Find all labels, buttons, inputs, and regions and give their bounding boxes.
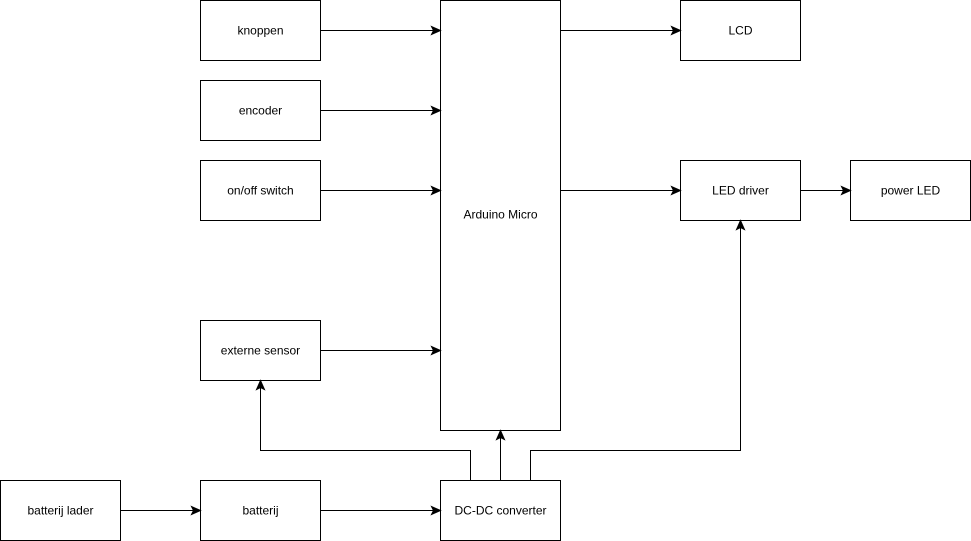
- block-sensor: externe sensor: [200, 320, 321, 381]
- label-power-led: power LED: [881, 184, 941, 198]
- block-switch: on/off switch: [200, 160, 321, 221]
- arrow-switch-to-arduino: [320, 185, 442, 196]
- arrow-battery-to-dcdc: [320, 505, 442, 516]
- block-arduino: Arduino Micro: [440, 0, 561, 431]
- arrow-arduino-to-lcd: [560, 25, 682, 36]
- label-charger: batterij lader: [27, 504, 93, 518]
- block-charger: batterij lader: [0, 480, 121, 541]
- label-arduino: Arduino Micro: [463, 208, 537, 222]
- arrow-dcdc-to-sensor: [255, 379, 471, 481]
- block-led-driver: LED driver: [680, 160, 801, 221]
- label-sensor: externe sensor: [221, 344, 300, 358]
- arrow-arduino-to-led-driver: [560, 185, 682, 196]
- arrow-sensor-to-arduino: [320, 345, 442, 356]
- arrow-knoppen-to-arduino: [320, 25, 442, 36]
- arrow-dcdc-to-led-driver: [530, 219, 746, 481]
- block-lcd: LCD: [680, 0, 801, 61]
- block-knoppen: knoppen: [200, 0, 321, 61]
- label-dcdc: DC-DC converter: [454, 504, 546, 518]
- block-dcdc: DC-DC converter: [440, 480, 561, 541]
- label-switch: on/off switch: [227, 184, 293, 198]
- arrow-led-driver-to-power-led: [800, 185, 852, 196]
- label-encoder: encoder: [239, 104, 282, 118]
- label-led-driver: LED driver: [712, 184, 769, 198]
- block-power-led: power LED: [850, 160, 971, 221]
- label-knoppen: knoppen: [237, 24, 283, 38]
- block-battery: batterij: [200, 480, 321, 541]
- arrow-dcdc-to-arduino: [495, 429, 506, 481]
- block-encoder: encoder: [200, 80, 321, 141]
- arrow-charger-to-battery: [120, 505, 202, 516]
- label-lcd: LCD: [728, 24, 752, 38]
- label-battery: batterij: [242, 504, 278, 518]
- arrow-encoder-to-arduino: [320, 105, 442, 116]
